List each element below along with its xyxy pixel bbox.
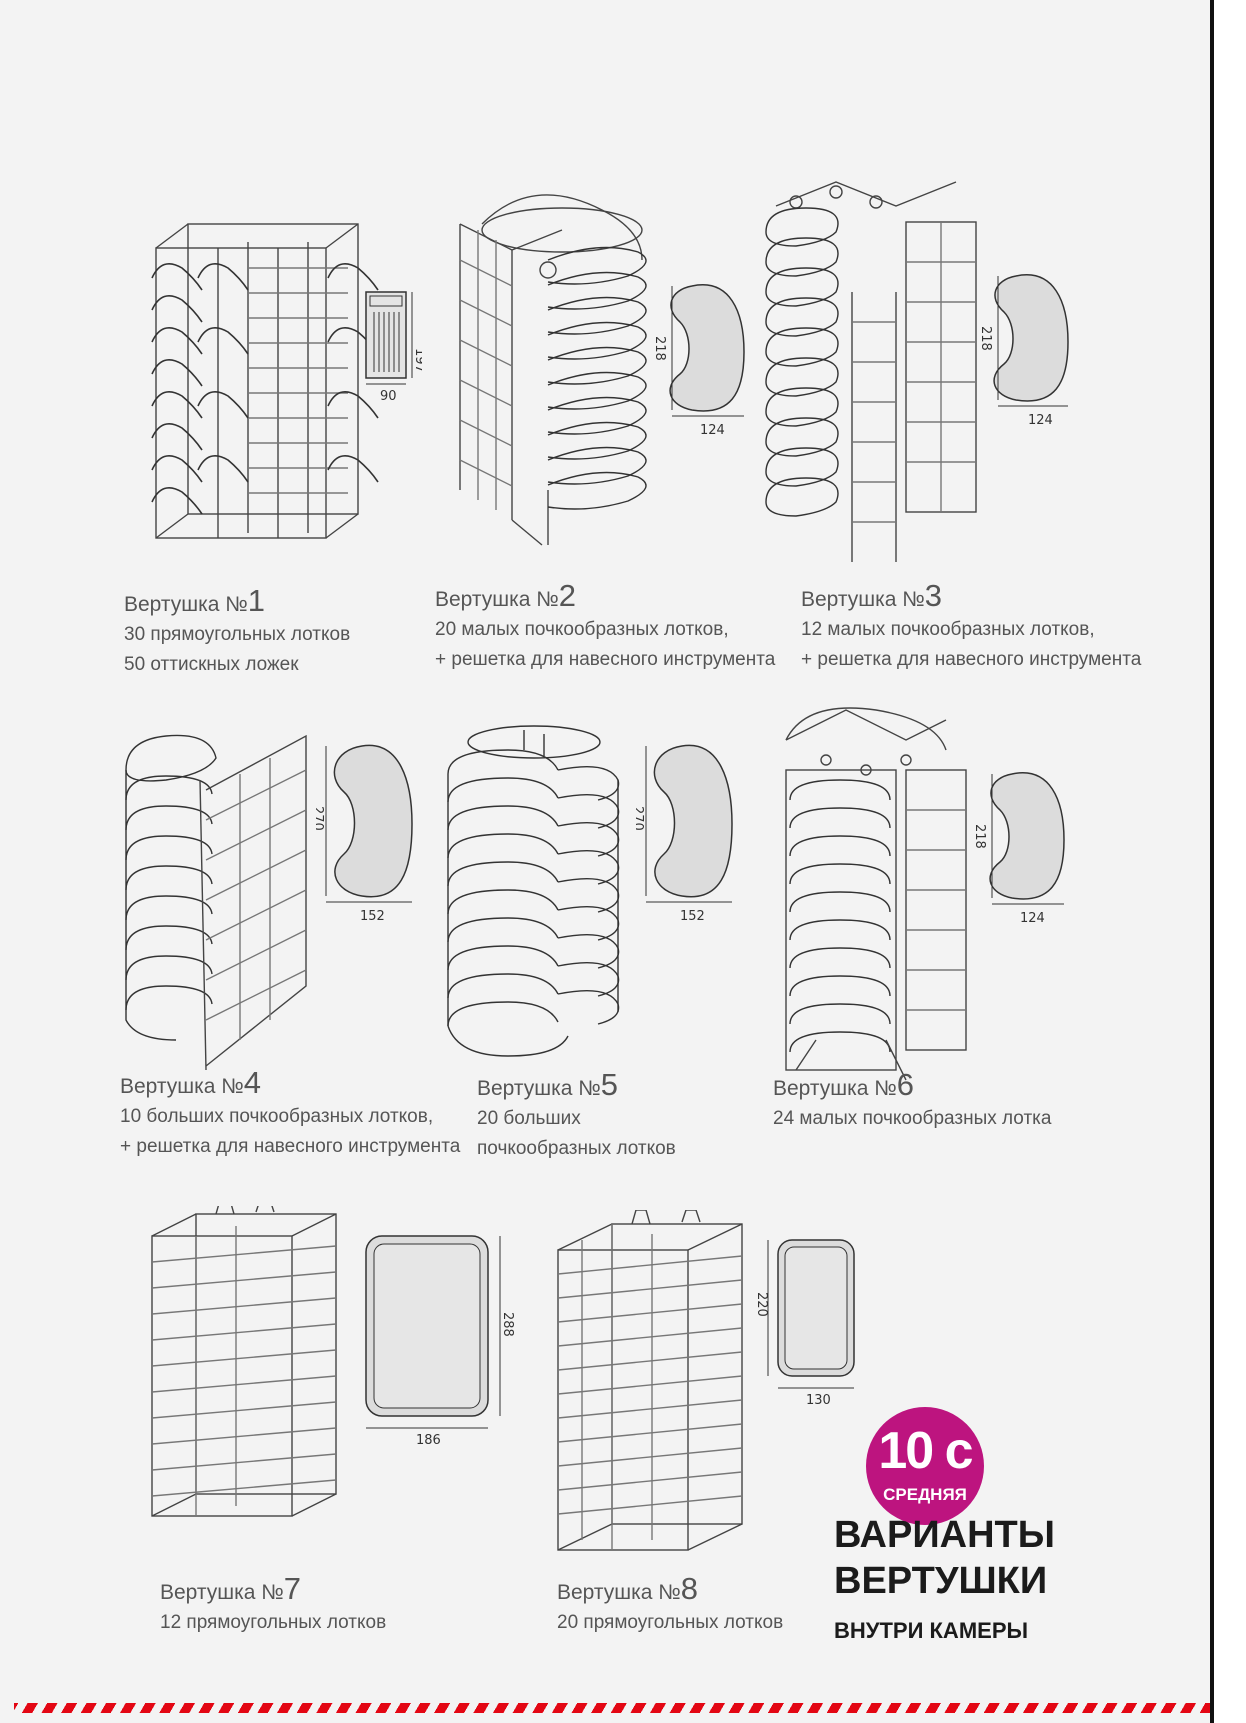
caption-line: 20 больших [477, 1108, 581, 1129]
caption-line: 20 малых почкообразных лотков, [435, 619, 729, 640]
carousel-title: Вертушка №4 [120, 1065, 262, 1100]
caption-5: Вертушка №5 20 больших почкообразных лот… [477, 1067, 676, 1164]
tray-1-drawing: 197 90 [365, 291, 422, 404]
tray-4-drawing: 270 152 [316, 744, 413, 924]
carousel-title: Вертушка №2 [435, 578, 577, 613]
carousel-title: Вертушка №6 [773, 1067, 915, 1102]
right-border [1210, 0, 1214, 1723]
carousel-title: Вертушка №8 [557, 1571, 699, 1606]
caption-line: 50 оттискных ложек [124, 654, 299, 675]
heading-line-1: ВАРИАНТЫ [834, 1514, 1055, 1556]
carousel-5-drawing [447, 725, 620, 1057]
dim-height-5: 270 [636, 806, 645, 831]
dim-width-8: 130 [806, 1393, 831, 1408]
carousel-1-drawing [151, 223, 379, 539]
dim-height-1: 197 [412, 348, 422, 373]
caption-line: 20 прямоугольных лотков [557, 1612, 784, 1633]
caption-line: + решетка для навесного инструмента [435, 649, 776, 670]
dim-width-4: 152 [360, 909, 385, 924]
carousel-title: Вертушка №1 [124, 583, 266, 618]
dim-height-4: 270 [316, 806, 325, 831]
caption-line: почкообразных лотков [477, 1138, 676, 1159]
dim-width-1: 90 [380, 389, 397, 404]
carousel-2-drawing [459, 194, 647, 546]
tray-7-drawing: 288 186 [365, 1235, 515, 1448]
tray-3-drawing: 218 124 [978, 274, 1069, 428]
dim-height-8: 220 [756, 1292, 769, 1317]
heading-subtitle: ВНУТРИ КАМЕРЫ [834, 1618, 1029, 1643]
caption-2: Вертушка №2 20 малых почкообразных лотко… [435, 578, 776, 675]
dim-width-6: 124 [1020, 911, 1045, 926]
carousel-title: Вертушка №3 [801, 578, 943, 613]
caption-1: Вертушка №1 30 прямоугольных лотков 50 о… [124, 583, 351, 680]
dim-width-3: 124 [1028, 413, 1053, 428]
carousel-number: 7 [283, 1571, 302, 1606]
caption-line: 12 прямоугольных лотков [160, 1612, 387, 1633]
carousel-7-drawing [151, 1206, 337, 1517]
cycle-time-badge: 10 с СРЕДНЯЯ [866, 1407, 984, 1525]
carousel-title: Вертушка №7 [160, 1571, 302, 1606]
carousel-8-drawing [557, 1210, 743, 1551]
tray-8-drawing: 220 130 [756, 1239, 855, 1408]
carousel-title: Вертушка №5 [477, 1067, 619, 1102]
dim-height-2: 218 [652, 336, 667, 361]
caption-7: Вертушка №7 12 прямоугольных лотков [160, 1571, 387, 1638]
caption-line: 24 малых почкообразных лотка [773, 1108, 1052, 1129]
carousel-number: 6 [896, 1067, 915, 1102]
dim-height-6: 218 [972, 824, 987, 849]
caption-3: Вертушка №3 12 малых почкообразных лотко… [801, 578, 1142, 675]
dim-width-2: 124 [700, 423, 725, 438]
caption-6: Вертушка №6 24 малых почкообразных лотка [773, 1067, 1052, 1134]
carousel-number: 2 [558, 578, 577, 613]
dim-width-5: 152 [680, 909, 705, 924]
tray-2-drawing: 218 124 [652, 284, 745, 438]
caption-line: 30 прямоугольных лотков [124, 624, 351, 645]
carousel-6-drawing [785, 707, 967, 1081]
tray-5-drawing: 270 152 [636, 744, 733, 924]
caption-line: + решетка для навесного инструмента [120, 1136, 461, 1157]
badge-label: СРЕДНЯЯ [883, 1485, 967, 1504]
carousel-4-drawing [125, 734, 307, 1071]
caption-line: 12 малых почкообразных лотков, [801, 619, 1095, 640]
carousel-3-drawing [765, 181, 977, 562]
carousel-number: 3 [924, 578, 943, 613]
dim-height-3: 218 [978, 326, 993, 351]
tray-6-drawing: 218 124 [972, 772, 1065, 926]
dim-height-7: 288 [500, 1312, 515, 1337]
carousel-number: 1 [247, 583, 266, 618]
caption-8: Вертушка №8 20 прямоугольных лотков [557, 1571, 784, 1638]
caption-line: 10 больших почкообразных лотков, [120, 1106, 434, 1127]
caption-4: Вертушка №4 10 больших почкообразных лот… [120, 1065, 461, 1162]
carousel-number: 4 [243, 1065, 262, 1100]
carousel-number: 8 [680, 1571, 699, 1606]
bottom-stripe [14, 1703, 1210, 1713]
badge-value: 10 с [878, 1422, 973, 1480]
section-heading: ВАРИАНТЫ ВЕРТУШКИ ВНУТРИ КАМЕРЫ [834, 1512, 1055, 1646]
carousel-number: 5 [600, 1067, 619, 1102]
dim-width-7: 186 [416, 1433, 441, 1448]
caption-line: + решетка для навесного инструмента [801, 649, 1142, 670]
heading-line-2: ВЕРТУШКИ [834, 1560, 1048, 1602]
